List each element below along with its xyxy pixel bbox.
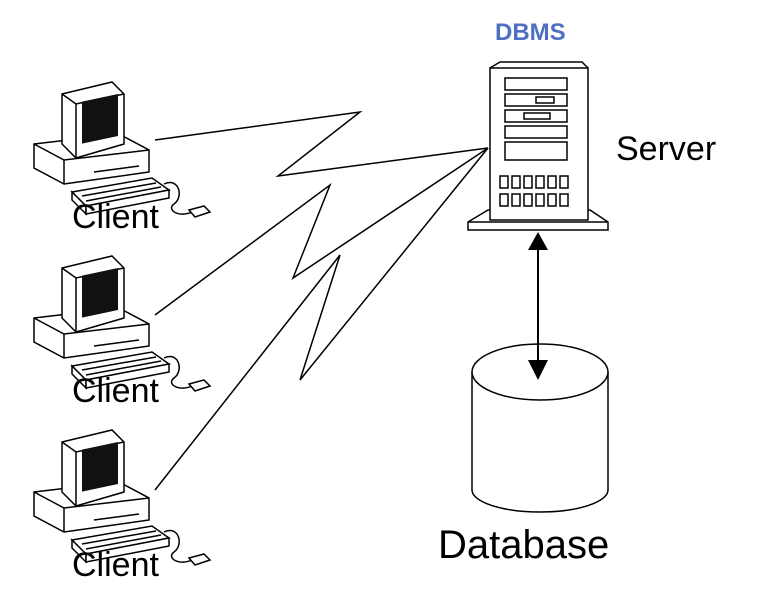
- client-label-1: Client: [72, 198, 159, 236]
- client-computer-1: [33, 81, 211, 218]
- network-link-1: [154, 110, 489, 178]
- database-label: Database: [438, 523, 609, 567]
- client-label-2: Client: [72, 372, 159, 410]
- network-link-3: [154, 147, 489, 491]
- network-link-2: [154, 147, 489, 316]
- client-label-3: Client: [72, 546, 159, 584]
- server-tower: [467, 61, 609, 231]
- client-computer-2: [33, 255, 211, 392]
- client-computer-3: [33, 429, 211, 566]
- dbms-label: DBMS: [495, 19, 566, 46]
- server-database-arrow: [528, 232, 548, 380]
- server-label: Server: [616, 130, 716, 168]
